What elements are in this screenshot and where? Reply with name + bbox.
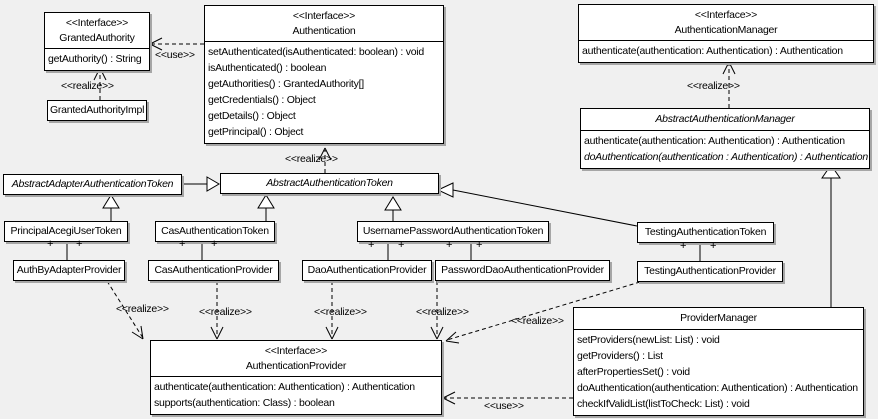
realize-label: <<realize>> (511, 315, 564, 327)
triangle-cas (257, 194, 275, 209)
class-name: Authentication (292, 25, 356, 37)
abstract-method: doAuthentication(authentication : Authen… (584, 151, 868, 163)
realize-label: <<realize>> (61, 80, 114, 92)
realize-label: <<realize>> (687, 80, 740, 92)
class-authentication-provider[interactable]: <<Interface>> AuthenticationProvider aut… (150, 340, 442, 415)
arrow-realize-passworddao (430, 326, 444, 340)
arrow-realize-casprovider (210, 326, 224, 340)
arrow-realize-token (318, 147, 332, 161)
class-name: UsernamePasswordAuthenticationToken (362, 225, 544, 237)
arrow-realize-authbyadapter (131, 325, 144, 340)
class-username-password-authentication-token[interactable]: UsernamePasswordAuthenticationToken (357, 221, 549, 242)
association-end-plus: + (446, 239, 453, 251)
method: authenticate(authentication: Authenticat… (154, 381, 415, 393)
arrow-use-authenticationprovider (442, 391, 456, 405)
arrow-use-grantedauthority (149, 37, 163, 51)
class-granted-authority[interactable]: <<Interface>> GrantedAuthority getAuthor… (44, 12, 150, 71)
class-name: AuthenticationProvider (245, 360, 347, 372)
method: getAuthorities() : GrantedAuthority[] (208, 78, 364, 90)
method: isAuthenticated() : boolean (208, 62, 327, 74)
class-name: GrantedAuthorityImpl (50, 104, 145, 116)
class-password-dao-authentication-provider[interactable]: PasswordDaoAuthenticationProvider (435, 260, 610, 281)
class-name: AuthByAdapterProvider (16, 264, 122, 276)
class-auth-by-adapter-provider[interactable]: AuthByAdapterProvider (13, 260, 125, 281)
class-name: AbstractAuthenticationManager (655, 113, 795, 125)
realize-label: <<realize>> (416, 306, 469, 318)
class-name: CasAuthenticationToken (161, 225, 269, 237)
class-granted-authority-impl[interactable]: GrantedAuthorityImpl (47, 100, 147, 121)
realize-testingprovider-line (446, 281, 641, 341)
method: getDetails() : Object (208, 110, 296, 122)
class-testing-authentication-provider[interactable]: TestingAuthenticationProvider (637, 261, 783, 282)
arrow-realize-testingprovider (445, 331, 460, 344)
method: doAuthentication(authentication: Authent… (577, 382, 858, 394)
class-name: AuthenticationManager (674, 24, 778, 36)
association-end-plus: + (179, 238, 186, 250)
interface-stereotype: <<Interface>> (292, 10, 356, 22)
class-name: PasswordDaoAuthenticationProvider (441, 264, 604, 276)
method: getAuthority() : String (48, 53, 142, 65)
association-end-plus: + (476, 239, 483, 251)
class-abstract-adapter-authentication-token[interactable]: AbstractAdapterAuthenticationToken (3, 174, 182, 195)
interface-stereotype: <<Interface>> (694, 9, 758, 21)
class-name: AbstractAdapterAuthenticationToken (11, 178, 174, 190)
association-end-plus: + (710, 240, 717, 252)
triangle-principal (102, 194, 120, 209)
class-abstract-authentication-manager[interactable]: AbstractAuthenticationManager authentica… (580, 108, 870, 169)
method: getCredentials() : Object (208, 94, 316, 106)
triangle-adapter-token (206, 176, 220, 192)
class-name: AbstractAuthenticationToken (266, 177, 393, 189)
class-testing-authentication-token[interactable]: TestingAuthenticationToken (637, 222, 774, 243)
class-cas-authentication-token[interactable]: CasAuthenticationToken (155, 221, 275, 242)
class-name: PrincipalAcegiUserToken (10, 225, 122, 237)
generalization-testing-line (452, 189, 638, 227)
method: setAuthenticated(isAuthenticated: boolea… (208, 46, 424, 58)
interface-stereotype: <<Interface>> (65, 17, 129, 29)
use-label: <<use>> (155, 49, 195, 61)
method: authenticate(authentication: Authenticat… (584, 135, 845, 147)
triangle-providermanager (821, 164, 841, 179)
class-name: CasAuthenticationProvider (154, 264, 273, 276)
class-authentication[interactable]: <<Interface>> Authentication setAuthenti… (204, 5, 444, 144)
class-abstract-authentication-token[interactable]: AbstractAuthenticationToken (220, 173, 439, 194)
class-authentication-manager[interactable]: <<Interface>> AuthenticationManager auth… (578, 4, 874, 63)
association-end-plus: + (398, 239, 405, 251)
method: checkIfValidList(listToCheck: List) : vo… (577, 398, 750, 410)
method: authenticate(authentication: Authenticat… (582, 45, 843, 57)
association-end-plus: + (211, 238, 218, 250)
association-end-plus: + (76, 238, 83, 250)
association-end-plus: + (368, 239, 375, 251)
class-cas-authentication-provider[interactable]: CasAuthenticationProvider (148, 260, 279, 281)
class-name: TestingAuthenticationToken (644, 226, 767, 238)
method: supports(authentication: Class) : boolea… (154, 397, 335, 409)
association-end-plus: + (680, 240, 687, 252)
method: getProviders() : List (577, 350, 663, 362)
class-name: TestingAuthenticationProvider (644, 265, 776, 277)
triangle-testing (436, 182, 454, 198)
triangle-userpass (384, 196, 402, 211)
method: afterPropertiesSet() : void (577, 366, 690, 378)
arrow-realize-daoprovider (325, 326, 339, 340)
realize-label: <<realize>> (116, 303, 169, 315)
method: getPrincipal() : Object (208, 126, 304, 138)
arrow-realize-absmgr (722, 61, 736, 75)
realize-label: <<realize>> (285, 153, 338, 165)
use-label: <<use>> (484, 400, 524, 412)
class-dao-authentication-provider[interactable]: DaoAuthenticationProvider (302, 260, 432, 281)
realize-authbyadapter-line (106, 280, 144, 339)
realize-label: <<realize>> (199, 306, 252, 318)
class-principal-acegi-user-token[interactable]: PrincipalAcegiUserToken (4, 221, 128, 242)
class-name: DaoAuthenticationProvider (307, 264, 427, 276)
class-name: GrantedAuthority (59, 32, 135, 44)
association-end-plus: + (47, 238, 54, 250)
realize-label: <<realize>> (314, 306, 367, 318)
interface-stereotype: <<Interface>> (264, 345, 328, 357)
class-provider-manager[interactable]: ProviderManager setProviders(newList: Li… (573, 307, 864, 416)
method: setProviders(newList: List) : void (577, 334, 720, 346)
class-name: ProviderManager (680, 312, 757, 324)
